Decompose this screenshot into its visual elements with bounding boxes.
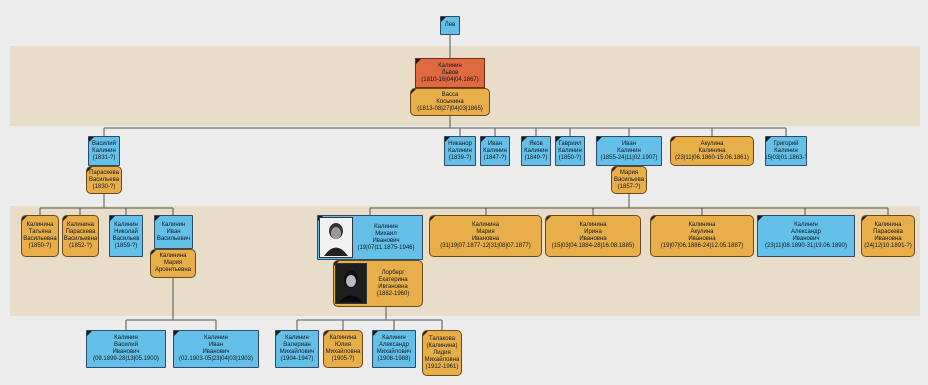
person-card[interactable]: Иван Калинин (1847-?)	[480, 136, 510, 166]
person-label: Калинин Александр Михайлович (1908-1988)	[376, 335, 412, 362]
person-label: Иван Калинин (1855-24|11|02.1907)	[600, 140, 658, 161]
person-label: Калинин Валериан Михайлович (1904-1947)	[279, 335, 315, 362]
person-card[interactable]: Калинин Николай Васильев (1859-?)	[109, 215, 143, 257]
person-label: Калинина Юлия Михайловна (1905-?)	[325, 335, 361, 362]
person-card[interactable]: Лев	[440, 16, 460, 35]
person-label: Лев	[444, 22, 456, 28]
generation-band-0	[10, 8, 920, 46]
person-label: Калинина Ирина Ивановна (15|03|04.1884-2…	[551, 222, 635, 249]
person-label: Акулина Калинина (23|11|06.1860-15.06.18…	[675, 140, 749, 161]
person-card[interactable]: Василий Калинин (1831-?)	[88, 136, 120, 166]
person-label: Параскева Васильева (1830-?)	[88, 169, 120, 190]
person-label: Калинина Параскева Васильевна (1852-?)	[63, 222, 98, 249]
person-card[interactable]: Калинина Ирина Ивановна (15|03|04.1884-2…	[545, 215, 641, 257]
person-label: Васса Косынина (1813-08|27|04|03|1865)	[417, 91, 483, 112]
person-label: Калинина Татьяна Васильевна (1850-?)	[23, 222, 57, 249]
person-label: Никанор Калинин (1839-?)	[448, 140, 472, 161]
person-card[interactable]: Калинина Акулина Ивановна (19|07|06.1886…	[650, 215, 754, 257]
person-card[interactable]: Мария Васильева (1857-?)	[611, 166, 647, 194]
person-card[interactable]: Калинина Параскева Васильевна (1852-?)	[62, 215, 99, 257]
person-label: Василий Калинин (1831-?)	[92, 140, 116, 161]
person-card[interactable]: Калинин Валериан Михайлович (1904-1947)	[275, 330, 319, 368]
person-label: Яков Калинин (1849-?)	[524, 140, 548, 161]
person-label: Калинин Львов (1810-16|04|04.1867)	[421, 62, 479, 83]
person-card[interactable]: Васса Косынина (1813-08|27|04|03|1865)	[410, 88, 490, 116]
person-card[interactable]: Акулина Калинина (23|11|06.1860-15.06.18…	[670, 136, 754, 166]
person-card[interactable]: Калинина Мария Ивановна (31|19|07.1877-1…	[429, 215, 542, 257]
person-card[interactable]: Гавриил Калинин (1850-?)	[555, 136, 585, 166]
person-card[interactable]: Калинин Иван Иванович (02.1903-05|23|04|…	[173, 330, 259, 368]
person-card[interactable]: Никанор Калинин (1839-?)	[444, 136, 476, 166]
person-label: Калинин Иван Васильевич	[156, 221, 191, 242]
person-label: Калинин Николай Васильев (1859-?)	[112, 222, 140, 249]
person-card[interactable]: Калинин Иван Васильевич	[154, 215, 193, 249]
person-label: Калинина Мария Арсентьевна	[154, 253, 192, 273]
person-label: Гавриил Калинин (1850-?)	[558, 140, 582, 161]
person-card[interactable]: Параскева Васильева (1830-?)	[86, 166, 122, 194]
person-label: Лорберг Екатерина Ивгановна (1882-1960)	[376, 269, 410, 297]
person-label: Калинина Параскева Ивановна (24|12|10.18…	[864, 222, 912, 249]
person-label: Калинина Акулина Ивановна (19|07|06.1886…	[660, 222, 744, 249]
person-card[interactable]: Калинина Юлия Михайловна (1905-?)	[323, 330, 363, 368]
person-label: Талакова (Калинина) Лидия Михайловна (19…	[424, 335, 460, 370]
person-photo	[335, 263, 367, 304]
person-card[interactable]: Калинина Параскева Ивановна (24|12|10.18…	[861, 215, 915, 257]
person-label: Калинина Мария Ивановна (31|19|07.1877-1…	[440, 222, 531, 249]
person-label: Калинин Михаил Иванович (19|07|11.1875-1…	[357, 223, 415, 251]
person-label: Калинин Василий Иванович (09.1899-28|13|…	[93, 335, 159, 362]
person-card[interactable]: Калинин Александр Иванович (23|11|08.189…	[757, 215, 855, 257]
person-label: Калинин Иван Иванович (02.1903-05|23|04|…	[179, 335, 253, 362]
person-card[interactable]: Калинин Василий Иванович (09.1899-28|13|…	[86, 330, 166, 368]
person-card[interactable]: Калинин Александр Михайлович (1908-1988)	[372, 330, 416, 368]
person-card[interactable]: Талакова (Калинина) Лидия Михайловна (19…	[422, 330, 462, 376]
person-label: Мария Васильева (1857-?)	[613, 169, 645, 190]
person-label: Иван Калинин (1847-?)	[483, 140, 507, 161]
person-card[interactable]: Иван Калинин (1855-24|11|02.1907)	[596, 136, 662, 166]
person-card[interactable]: Калинина Мария Арсентьевна	[150, 249, 196, 278]
person-label: Калинин Александр Иванович (23|11|08.189…	[765, 222, 847, 249]
person-label: Григорий Калинин (15|03|01.1863-?)	[766, 140, 806, 161]
person-card[interactable]: Калинина Татьяна Васильевна (1850-?)	[21, 215, 59, 257]
person-photo	[319, 217, 353, 258]
person-card[interactable]: Григорий Калинин (15|03|01.1863-?)	[765, 136, 807, 166]
person-card[interactable]: Яков Калинин (1849-?)	[521, 136, 551, 166]
person-card[interactable]: Калинин Львов (1810-16|04|04.1867)	[415, 58, 485, 88]
